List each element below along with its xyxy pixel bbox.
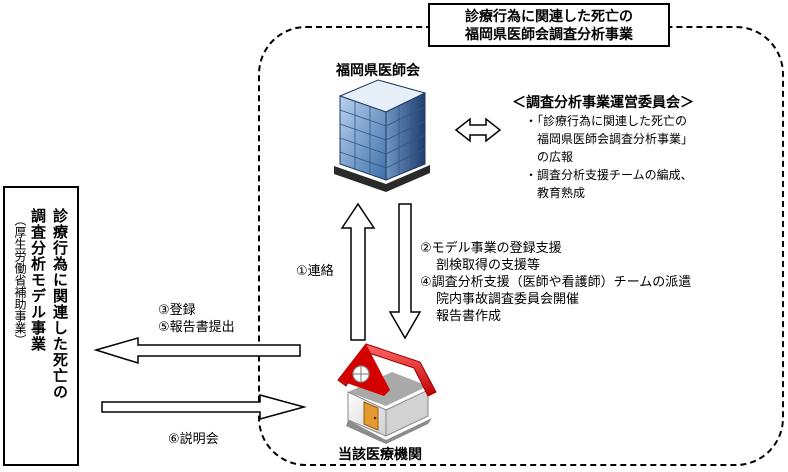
title-line-2: 福岡県医師会調査分析事業 [465,27,633,43]
office-building-icon [334,79,430,192]
committee-bullets: ・「診療行為に関連した死亡の 福岡県医師会調査分析事業」 の広報 ・調査分析支援… [525,112,693,202]
support-item: 院内事故調査委員会開催 [436,292,580,307]
support-list: ②モデル事業の登録支援 剖検取得の支援等 ④調査分析支援（医師や看護師）チームの… [420,240,691,325]
diagram-title: 診療行為に関連した死亡の 福岡県医師会調査分析事業 [428,3,670,47]
support-item: 剖検取得の支援等 [436,258,541,273]
committee-bullet: の広報 [537,150,574,164]
register-left-arrow [93,337,301,365]
contact-label: ①連絡 [296,264,334,279]
model-project-title-col: 調査分析モデル事業 [29,208,47,352]
committee-bullet: ・調査分析支援チームの編成、 [525,168,693,182]
association-label: 福岡県医師会 [336,63,420,79]
committee-bullet: ・「診療行為に関連した死亡の [525,114,688,128]
house-icon [337,343,437,444]
register-item: ⑤報告書提出 [158,320,235,335]
register-item: ③登録 [158,303,196,318]
hospital-label: 当該医療機関 [338,447,422,463]
contact-up-arrow [340,202,376,341]
support-item: 報告書作成 [436,309,502,324]
explain-right-arrow [101,394,307,420]
committee-bullet: 福岡県医師会調査分析事業」 [537,132,694,146]
model-project-subtitle: （厚生労働省補助事業） [13,214,27,346]
support-down-arrow [388,203,422,340]
double-arrow-icon [454,117,502,143]
explain-meeting-label: ⑥説明会 [168,432,219,447]
support-item: ④調査分析支援（医師や看護師）チームの派遣 [420,275,692,290]
title-line-1: 診療行為に関連した死亡の [465,9,633,25]
committee-title: ＜調査分析事業運営委員会＞ [512,95,694,111]
model-project-title-col: 診療行為に関連した死亡の [51,208,69,400]
support-item: ②モデル事業の登録支援 [420,241,562,256]
model-project-box: 診療行為に関連した死亡の 調査分析モデル事業 （厚生労働省補助事業） [3,186,79,466]
register-report-label: ③登録 ⑤報告書提出 [158,302,235,336]
committee-bullet: 教育熟成 [537,186,586,200]
model-project-title: 診療行為に関連した死亡の 調査分析モデル事業 [27,208,71,400]
